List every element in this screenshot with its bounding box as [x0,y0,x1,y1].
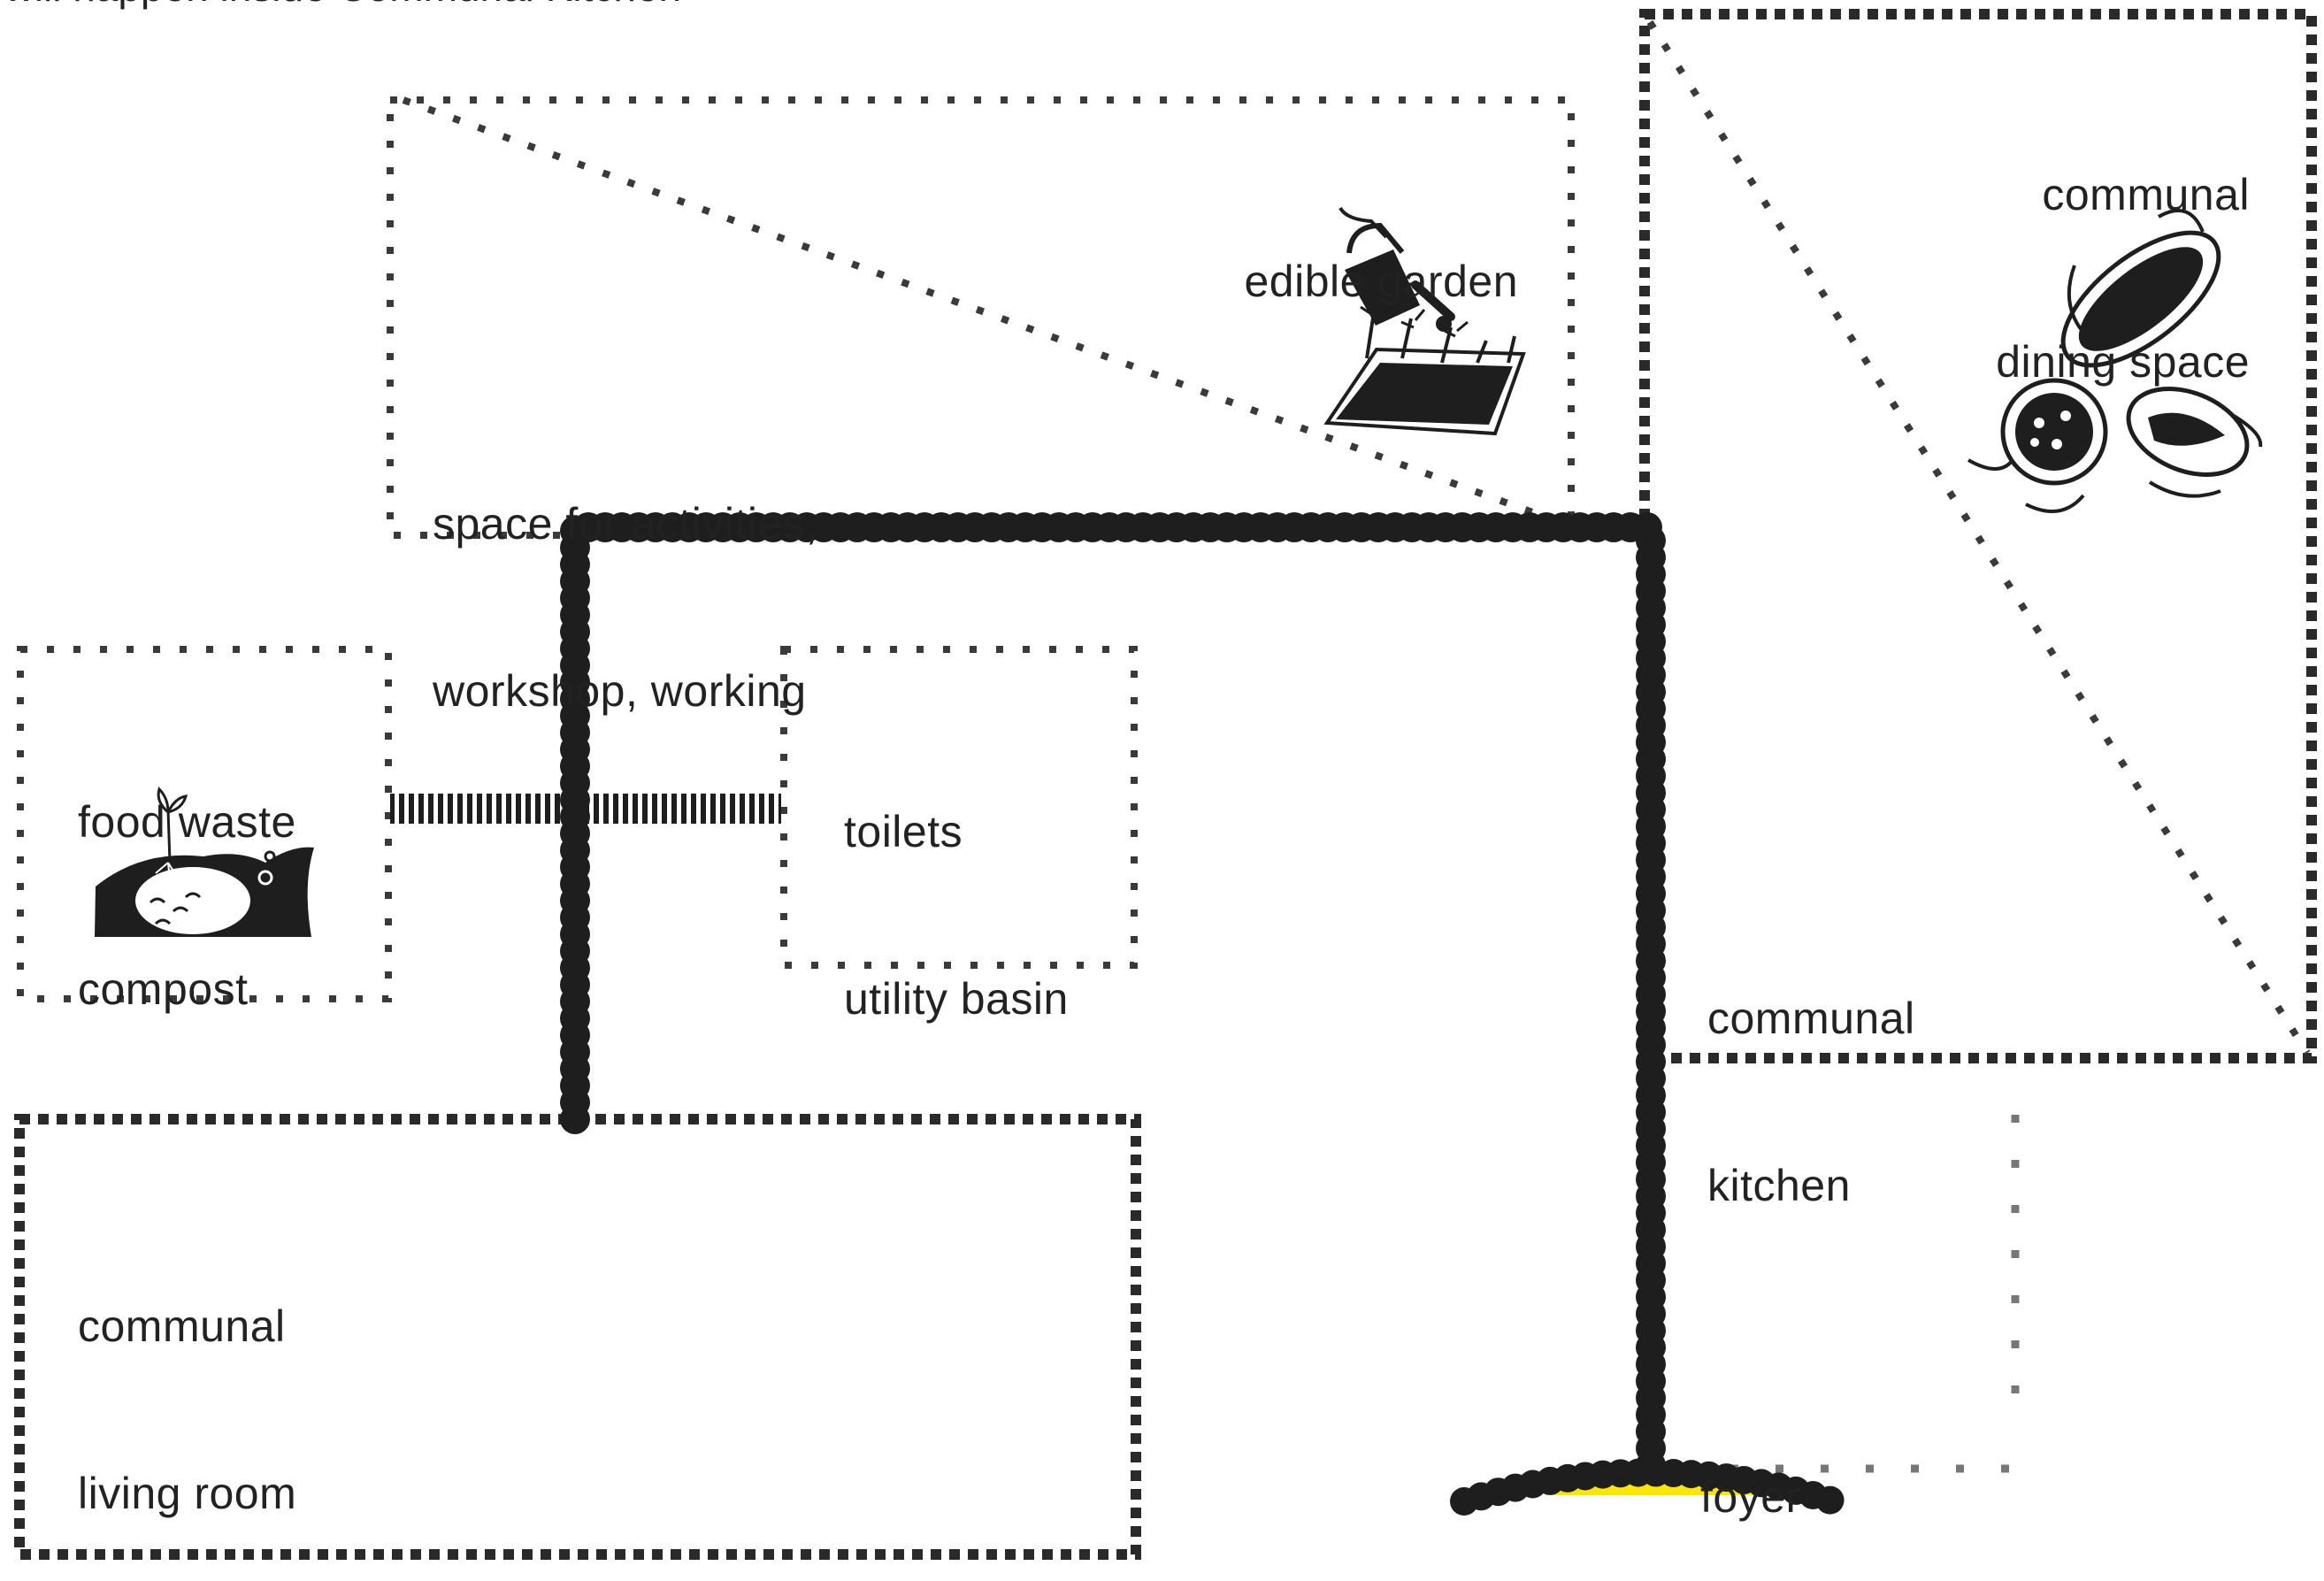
main-circulation-beads [560,512,1666,1482]
kitchen-line-2: kitchen [1707,1161,1851,1210]
dining-line-1: communal [2042,170,2250,219]
toilets-line-1: toilets [844,807,963,856]
activities-diagonal [402,96,1573,530]
watering-can-garden-icon [1323,206,1526,436]
living-room-line-2: living room [78,1469,297,1518]
toilets-label: toilets utility basin [844,693,1069,1083]
compost-mound-icon [95,787,314,937]
edible-garden-text: edible garden [1244,257,1518,306]
dining-line-2: dining space [1996,337,2250,387]
activities-line-2: workshop, working [433,666,807,716]
edible-garden-label: edible garden [1244,142,1518,365]
living-room-label: communal living room [78,1187,296,1577]
compost-line-2: compost [78,964,249,1014]
toilets-line-2: utility basin [844,974,1069,1024]
kitchen-line-1: communal [1707,994,1915,1043]
foyer-label: foyer [1700,1358,1801,1581]
diagram-header-caption: t will happen inside Communal Kitchen [0,0,682,11]
shared-dishes-icon [1967,209,2263,513]
dining-diagonal [1646,19,2311,1055]
kitchen-label: communal kitchen [1707,879,1915,1270]
foyer-text: foyer [1700,1472,1801,1522]
compost-label: food waste compost [78,683,296,1073]
living-room-line-1: communal [78,1301,286,1351]
compost-line-1: food waste [78,797,296,847]
dining-label: communal dining space [1996,56,2250,446]
activities-label: space for activities, workshop, working [433,385,818,775]
activities-line-1: space for activities, [433,499,818,549]
toilets-box [780,646,1138,969]
entrance-arc-beads [1450,1458,1848,1516]
